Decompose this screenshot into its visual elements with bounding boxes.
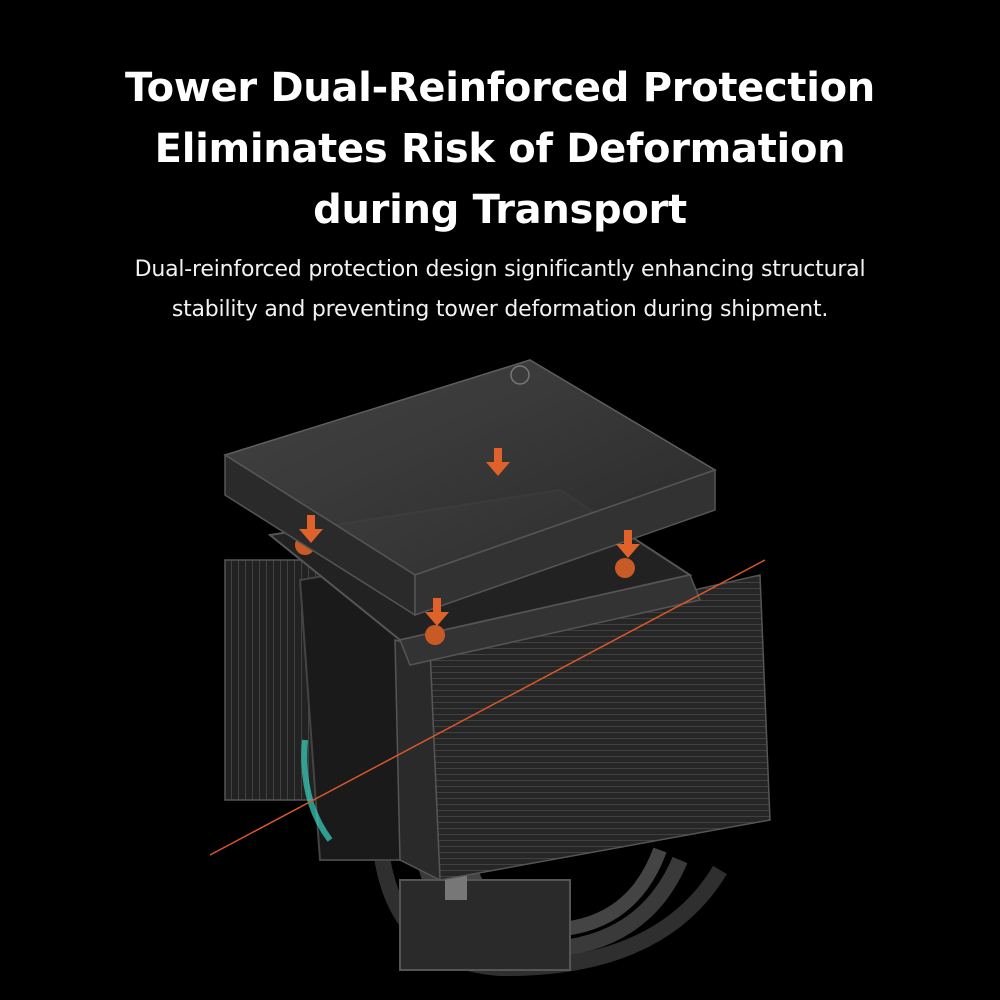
headline: Tower Dual-Reinforced Protection Elimina… — [0, 58, 1000, 241]
clip-point — [425, 625, 445, 645]
down-arrow-icon — [425, 598, 449, 626]
mounting-base — [399, 879, 571, 971]
description: Dual-reinforced protection design signif… — [0, 250, 1000, 330]
description-line-1: Dual-reinforced protection design signif… — [134, 257, 866, 282]
headline-line-2: Eliminates Risk of Deformation — [154, 126, 846, 172]
down-arrow-icon — [616, 530, 640, 558]
clip-point — [615, 558, 635, 578]
down-arrow-icon — [299, 515, 323, 543]
logo-mark-icon — [510, 365, 530, 385]
headline-line-3: during Transport — [313, 187, 687, 233]
cut-line — [209, 559, 766, 856]
down-arrow-icon — [486, 448, 510, 476]
description-line-2: stability and preventing tower deformati… — [171, 297, 829, 322]
right-fin-stack — [394, 574, 771, 882]
protective-top-plate — [223, 359, 717, 617]
down-arrow-icons — [299, 448, 640, 626]
headline-line-1: Tower Dual-Reinforced Protection — [125, 65, 875, 111]
cpu-cooler-illustration — [209, 359, 771, 977]
